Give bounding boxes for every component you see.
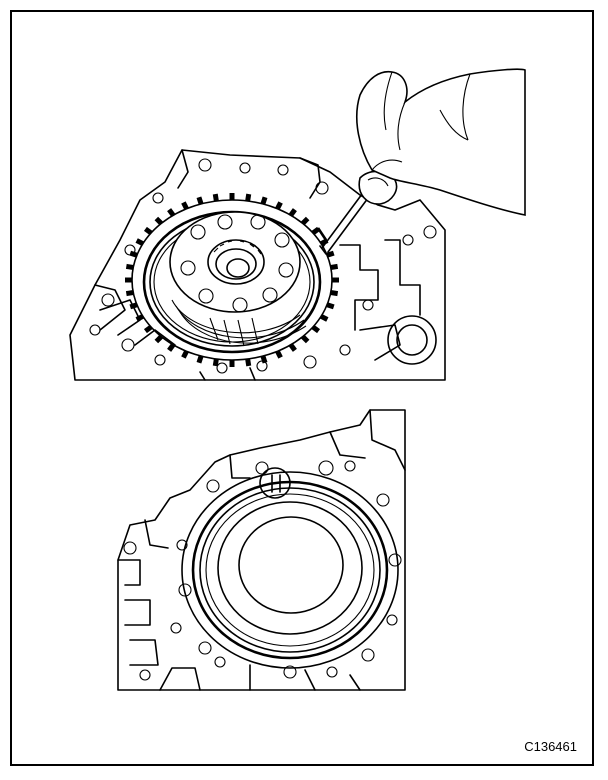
gear-tooth	[196, 196, 204, 205]
gear-tooth	[245, 358, 252, 367]
gear-tooth	[154, 216, 164, 226]
gear-tooth	[196, 355, 204, 364]
gear-tooth	[181, 201, 189, 210]
gear-tooth	[129, 250, 138, 258]
gear-tooth	[330, 263, 339, 270]
gear-tooth	[260, 196, 268, 205]
gear-tooth	[326, 250, 335, 258]
gear-tooth	[143, 325, 153, 334]
gear-tooth	[326, 302, 335, 310]
bottom-illustration-bore	[181, 467, 399, 669]
gear-tooth	[212, 358, 219, 367]
gear-tooth	[181, 350, 189, 359]
top-illustration-clutch-drum	[125, 193, 339, 367]
gear-tooth	[288, 208, 297, 217]
gear-tooth	[300, 216, 310, 226]
gear-tooth	[260, 355, 268, 364]
gear-tooth	[245, 193, 252, 202]
gear-tooth	[143, 226, 153, 235]
top-illustration-screwdriver-hand	[319, 68, 526, 255]
gear-tooth	[125, 290, 134, 297]
gear-tooth	[167, 208, 176, 217]
gear-tooth	[129, 302, 138, 310]
gear-tooth	[135, 238, 145, 246]
bottom-illustration-case	[117, 409, 406, 691]
gear-tooth	[135, 314, 145, 322]
figure-code: C136461	[524, 739, 577, 754]
gear-tooth	[288, 343, 297, 352]
gear-tooth	[330, 290, 339, 297]
gear-tooth	[311, 325, 321, 334]
gear-tooth	[167, 343, 176, 352]
gear-tooth	[300, 334, 310, 344]
gear-tooth	[154, 334, 164, 344]
top-illustration-case	[69, 149, 446, 381]
gear-tooth	[212, 193, 219, 202]
gear-tooth	[125, 263, 134, 270]
gear-tooth	[275, 201, 283, 210]
gear-tooth	[275, 350, 283, 359]
gear-tooth	[319, 314, 329, 322]
